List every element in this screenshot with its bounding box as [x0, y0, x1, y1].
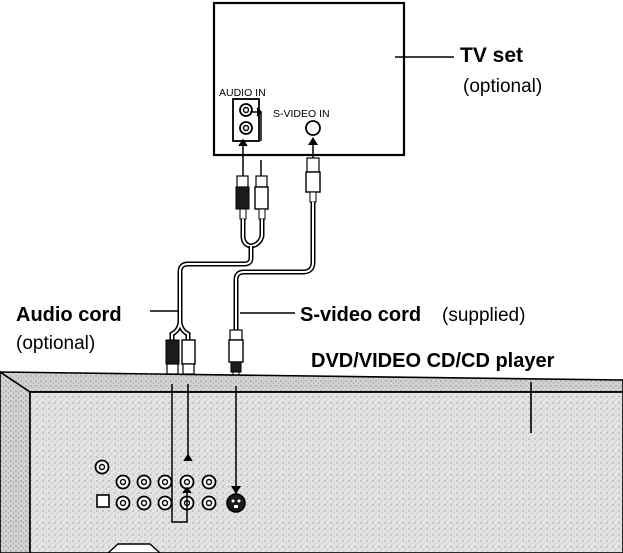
svideo-out-jack	[226, 493, 246, 513]
audio-plug-top-right	[254, 175, 269, 220]
svideo-in-label: S-VIDEO IN	[273, 108, 330, 120]
audio-cord-optional-label: (optional)	[16, 333, 95, 354]
audio-in-jack-upper	[239, 103, 253, 117]
jack-row-upper	[115, 474, 217, 490]
player-foot	[106, 543, 162, 553]
tv-set-label: TV set	[460, 44, 523, 67]
audio-arrows	[238, 107, 263, 176]
jack-row-lower	[115, 495, 217, 511]
player-audio-arrows	[171, 384, 193, 523]
svideo-cord	[228, 157, 321, 387]
audio-plug-top-left	[235, 175, 250, 220]
svideo-cord-label: S-video cord	[300, 304, 421, 326]
svideo-cord-supplied-label: (supplied)	[442, 305, 525, 326]
audio-cord-label: Audio cord	[16, 304, 122, 326]
svideo-in-jack	[305, 120, 321, 136]
player-label: DVD/VIDEO CD/CD player	[311, 350, 555, 372]
jack-single	[94, 459, 110, 475]
audio-in-jack-lower	[239, 121, 253, 135]
audio-cord	[150, 175, 269, 385]
dvd-player	[0, 371, 623, 553]
rear-panel	[29, 391, 623, 553]
optical-port	[96, 494, 110, 508]
tv-set: AUDIO IN S-VIDEO IN	[212, 1, 454, 157]
player-svideo-arrow	[231, 386, 241, 494]
svideo-plug-top	[305, 157, 321, 203]
tv-optional-label: (optional)	[463, 76, 542, 97]
audio-in-label: AUDIO IN	[219, 87, 266, 99]
svideo-arrow	[308, 137, 318, 158]
